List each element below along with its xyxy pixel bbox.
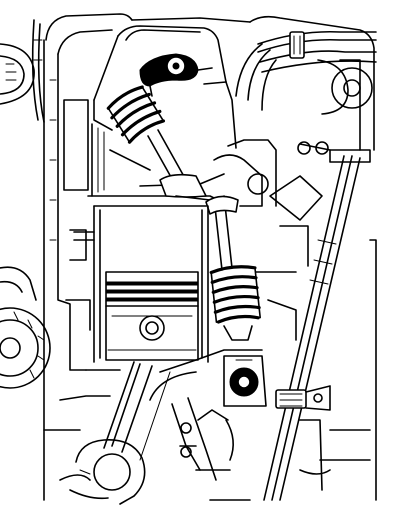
oil-plug: [223, 355, 267, 407]
right-side-fittings: [255, 59, 373, 491]
pulley: [0, 266, 51, 389]
upper-left-pulley: [0, 43, 35, 105]
dipstick-tube: [263, 149, 371, 501]
cylinder-head: [91, 25, 237, 197]
con-rod-icon: [103, 361, 135, 449]
poppet-valve-icon: [159, 173, 207, 198]
lower-valve-spring: [209, 265, 261, 341]
upper-valve-spring: [106, 85, 166, 144]
spark-plug-leads: [31, 19, 377, 123]
connecting-rod: [103, 361, 171, 461]
poppet-valve-icon: [205, 195, 239, 215]
coil-spring-icon: [209, 265, 261, 324]
journal-icon: [93, 453, 131, 491]
camshaft-rocker: [139, 53, 213, 97]
crankcase: [149, 349, 263, 501]
lead-clip: [289, 31, 305, 59]
coil-spring-icon: [106, 85, 166, 144]
crankshaft-journal: [69, 439, 146, 505]
piston: [65, 205, 209, 363]
exhaust-valve: [205, 139, 277, 271]
inlet-valve: [147, 129, 211, 201]
